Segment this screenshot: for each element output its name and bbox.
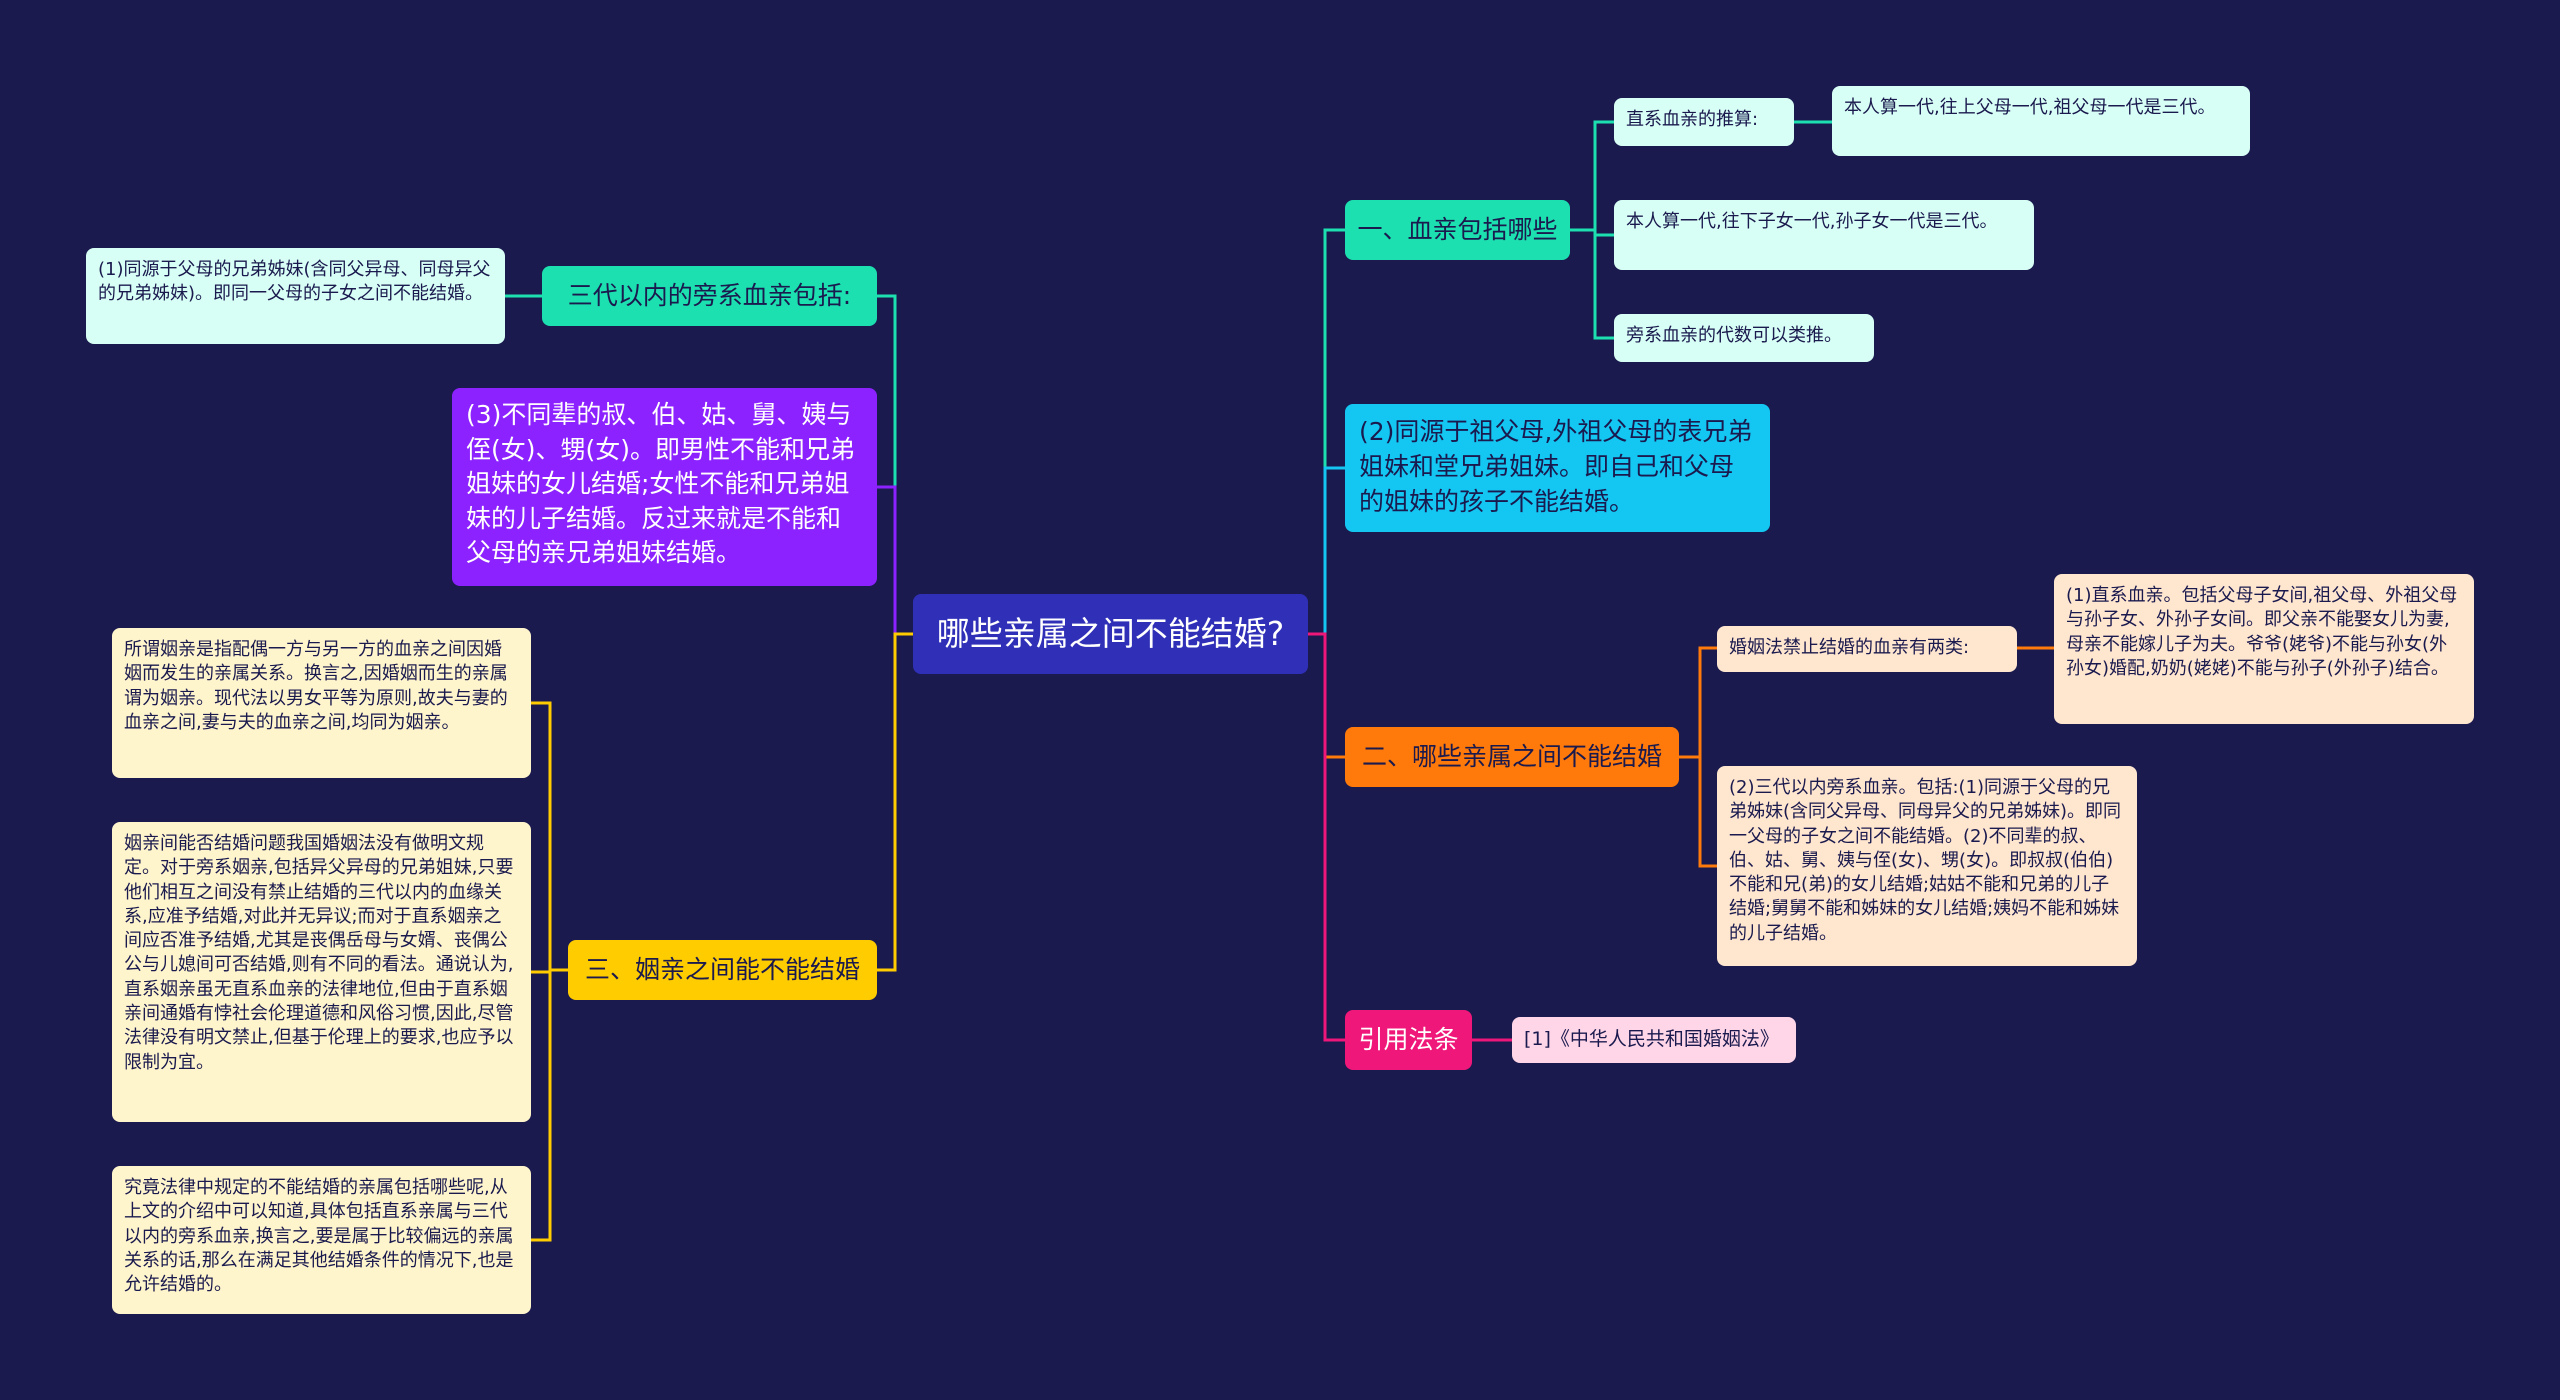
link-b3-leaf1 [1679,646,1717,759]
link-b3-leaf2 [1679,755,1717,868]
link-b7-leaf1 [531,701,568,972]
leaf-conclusion[interactable]: 究竟法律中规定的不能结婚的亲属包括哪些呢,从上文的介绍中可以知道,具体包括直系亲… [112,1166,531,1314]
leaf-in-law-marriage-rules[interactable]: 姻亲间能否结婚问题我国婚姻法没有做明文规定。对于旁系姻亲,包括异父异母的兄弟姐妹… [112,822,531,1122]
link-root-b4 [1308,632,1345,1042]
link-root-b2 [1308,466,1345,636]
branch-blood-relatives[interactable]: 一、血亲包括哪些 [1345,200,1570,260]
link-b1-leaf3 [1570,228,1614,340]
leaf-lineal-blood[interactable]: (1)直系血亲。包括父母子女间,祖父母、外祖父母与孙子女、外孙子女间。即父亲不能… [2054,574,2474,724]
leaf-collateral-three-gen[interactable]: (2)三代以内旁系血亲。包括:(1)同源于父母的兄弟姊妹(含同父异母、同母异父的… [1717,766,2137,966]
leaf-in-law-definition[interactable]: 所谓姻亲是指配偶一方与另一方的血亲之间因婚姻而发生的亲属关系。换言之,因婚姻而生… [112,628,531,778]
leaf-two-kinds[interactable]: 婚姻法禁止结婚的血亲有两类: [1717,626,2017,672]
branch-in-law-marriage[interactable]: 三、姻亲之间能不能结婚 [568,940,877,1000]
link-root-b7 [877,632,913,972]
branch-collateral-within-three[interactable]: 三代以内的旁系血亲包括: [542,266,877,326]
link-b7-leaf3 [531,968,568,1242]
leaf-marriage-law[interactable]: [1]《中华人民共和国婚姻法》 [1512,1017,1796,1063]
link-root-b1 [1308,228,1345,636]
leaf-direct-blood-down[interactable]: 本人算一代,往下子女一代,孙子女一代是三代。 [1614,200,2034,270]
branch-cousins[interactable]: (2)同源于祖父母,外祖父母的表兄弟姐妹和堂兄弟姐妹。即自己和父母的姐妹的孩子不… [1345,404,1770,532]
leaf-collateral-generations[interactable]: 旁系血亲的代数可以类推。 [1614,314,1874,362]
link-b1-leaf1 [1570,120,1614,232]
branch-cited-law[interactable]: 引用法条 [1345,1010,1472,1070]
branch-different-generation[interactable]: (3)不同辈的叔、伯、姑、舅、姨与侄(女)、甥(女)。即男性不能和兄弟姐妹的女儿… [452,388,877,586]
root-node[interactable]: 哪些亲属之间不能结婚? [913,594,1308,674]
branch-prohibited-relatives[interactable]: 二、哪些亲属之间不能结婚 [1345,727,1679,787]
leaf-direct-blood-up[interactable]: 本人算一代,往上父母一代,祖父母一代是三代。 [1832,86,2250,156]
link-root-b6 [877,485,913,636]
leaf-same-parents-siblings[interactable]: (1)同源于父母的兄弟姊妹(含同父异母、同母异父的兄弟姊妹)。即同一父母的子女之… [86,248,505,344]
leaf-direct-blood-calc[interactable]: 直系血亲的推算: [1614,98,1794,146]
